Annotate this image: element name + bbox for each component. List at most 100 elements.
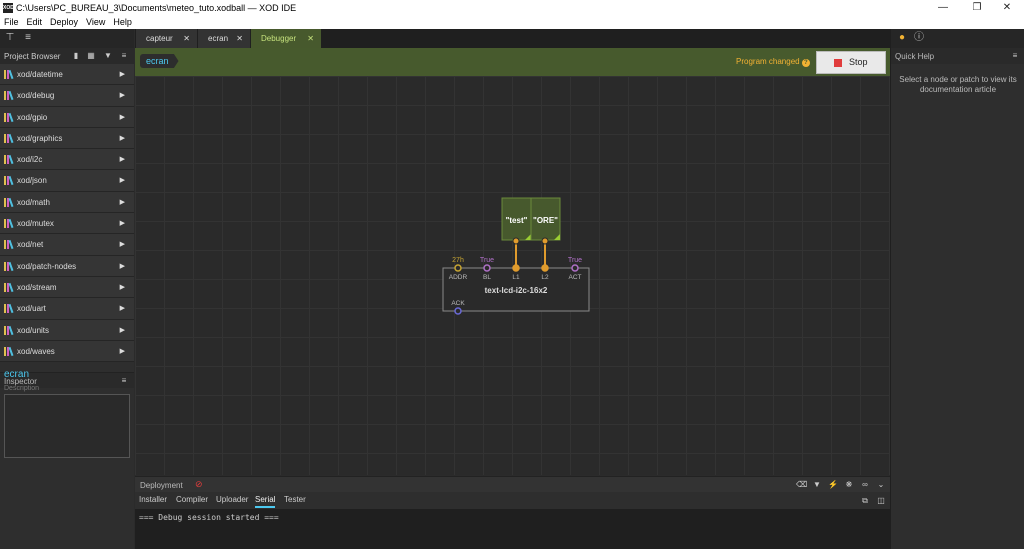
library-item[interactable]: xod/waves▶ [0, 340, 134, 363]
constant-node-ore[interactable]: "ORE" [530, 197, 561, 245]
filter-icon[interactable]: ▼ [813, 480, 821, 489]
library-item[interactable]: xod/units▶ [0, 319, 134, 341]
output-pin[interactable] [512, 237, 520, 245]
library-item[interactable]: xod/i2c ▶ [0, 149, 134, 171]
save-icon[interactable]: ◫ [877, 496, 885, 505]
filter-icon[interactable]: ▼ [104, 51, 112, 60]
library-item[interactable]: xod/net▶ [0, 234, 134, 256]
library-item[interactable]: xod/debug ▶ [0, 85, 134, 107]
library-label: xod/patch-nodes [17, 261, 77, 271]
pin-bl[interactable] [483, 264, 491, 272]
panel-menu-icon[interactable]: ≡ [121, 51, 127, 60]
tab-installer[interactable]: Installer [139, 495, 168, 504]
copy-icon[interactable]: ⧉ [862, 496, 868, 505]
pin-value-bl: True [480, 257, 494, 264]
minimize-button[interactable]: — [938, 2, 948, 13]
help-icon[interactable]: ⓘ [914, 32, 924, 43]
library-icon [4, 219, 15, 229]
tab-debugger[interactable]: Debugger✕ [251, 29, 321, 48]
chevron-right-icon[interactable]: ▶ [119, 177, 125, 185]
library-item[interactable]: xod/stream ▶ [0, 276, 134, 299]
link-icon[interactable]: ∞ [862, 480, 868, 489]
chevron-right-icon[interactable]: ▶ [119, 347, 125, 355]
deployment-header: Deployment ⊘ ⌫ ▼ ⚡ ❋ ∞ ⌄ [135, 476, 890, 492]
description-field[interactable] [4, 394, 130, 458]
library-item[interactable]: xod/datetime▶ [0, 64, 134, 86]
chevron-right-icon[interactable]: ▶ [119, 198, 125, 206]
patch-canvas[interactable]: "test" "ORE" text-lcd-i2c-16x2 27h True … [135, 76, 890, 475]
program-changed-notice[interactable]: Program changed ? [736, 57, 810, 67]
chevron-right-icon[interactable]: ▶ [119, 134, 125, 142]
pin-l1[interactable] [512, 264, 520, 272]
chevron-right-icon[interactable]: ▶ [119, 220, 125, 228]
library-icon [4, 112, 15, 122]
menu-deploy[interactable]: Deploy [50, 17, 79, 27]
quick-help-header: Quick Help ≡ [891, 48, 1024, 64]
chevron-right-icon[interactable]: ▶ [119, 283, 125, 291]
eraser-icon[interactable]: ⌫ [796, 480, 808, 489]
library-item[interactable]: xod/uart ▶ [0, 298, 134, 320]
chevron-right-icon[interactable]: ▶ [119, 305, 125, 313]
constant-node-test[interactable]: "test" [501, 197, 532, 245]
maximize-button[interactable]: ❐ [972, 2, 982, 13]
tab-serial[interactable]: Serial [255, 495, 276, 508]
upload-icon[interactable]: ⚡ [828, 480, 838, 489]
library-label: xod/i2c [17, 155, 43, 165]
pin-label-ack: ACK [451, 300, 465, 307]
tab-uploader[interactable]: Uploader [216, 495, 249, 504]
quick-help-menu-icon[interactable]: ≡ [1012, 51, 1018, 60]
library-item[interactable]: xod/graphics▶ [0, 127, 134, 150]
close-window-button[interactable]: ✕ [1002, 2, 1012, 13]
tab-tester[interactable]: Tester [284, 495, 306, 504]
library-label: xod/json [17, 176, 47, 186]
menu-file[interactable]: File [4, 17, 19, 27]
tab-capteur[interactable]: capteur✕ [136, 29, 197, 48]
sliders-icon[interactable]: ≡ [25, 32, 31, 43]
deployment-title: Deployment [140, 481, 183, 490]
chevron-down-icon[interactable]: ⌄ [877, 480, 885, 489]
library-item[interactable]: xod/mutex▶ [0, 213, 134, 235]
chevron-right-icon[interactable]: ▶ [119, 113, 125, 121]
library-icon [4, 155, 15, 165]
chevron-right-icon[interactable]: ▶ [119, 156, 125, 164]
close-icon[interactable]: ✕ [236, 34, 243, 43]
breadcrumb[interactable]: ecran [140, 54, 179, 68]
debug-icon[interactable]: ❋ [845, 480, 853, 489]
stop-button[interactable]: Stop [816, 51, 886, 74]
chevron-right-icon[interactable]: ▶ [119, 71, 125, 78]
library-item[interactable]: xod/math▶ [0, 191, 134, 214]
library-item[interactable]: xod/gpio▶ [0, 106, 134, 128]
pin-addr[interactable] [454, 264, 462, 272]
pin-l2[interactable] [541, 264, 549, 272]
pin-value-act: True [568, 257, 582, 264]
tab-compiler[interactable]: Compiler [176, 495, 209, 504]
menu-edit[interactable]: Edit [26, 17, 43, 27]
tree-toggle-icon[interactable]: ⊤ [5, 32, 15, 43]
pin-ack[interactable] [454, 307, 462, 315]
library-label: xod/uart [17, 304, 46, 314]
output-pin[interactable] [541, 237, 549, 245]
library-item[interactable]: xod/patch-nodes ▶ [0, 255, 134, 277]
lcd-node[interactable]: text-lcd-i2c-16x2 27h True True ADDR BL … [442, 257, 590, 315]
pin-value-addr: 27h [452, 257, 464, 264]
menu-help[interactable]: Help [113, 17, 132, 27]
library-label: xod/debug [17, 91, 55, 101]
chevron-right-icon[interactable]: ▶ [119, 262, 125, 270]
serial-console[interactable]: === Debug session started === [135, 509, 890, 549]
new-patch-icon[interactable]: ▮ [73, 51, 79, 60]
add-library-icon[interactable]: ▦ [87, 51, 95, 60]
library-icon [4, 304, 15, 314]
tab-ecran[interactable]: ecran✕ [198, 29, 250, 48]
library-label: xod/stream [17, 282, 57, 292]
close-icon[interactable]: ✕ [183, 34, 190, 43]
chevron-right-icon[interactable]: ▶ [119, 241, 125, 249]
close-icon[interactable]: ✕ [307, 34, 314, 43]
library-item[interactable]: xod/json ▶ [0, 170, 134, 192]
chevron-right-icon[interactable]: ▶ [119, 92, 125, 100]
program-changed-label: Program changed [736, 57, 800, 66]
user-icon[interactable]: ● [898, 32, 906, 43]
menu-view[interactable]: View [86, 17, 106, 27]
inspector-menu-icon[interactable]: ≡ [121, 376, 127, 385]
pin-act[interactable] [571, 264, 579, 272]
chevron-right-icon[interactable]: ▶ [119, 326, 125, 334]
